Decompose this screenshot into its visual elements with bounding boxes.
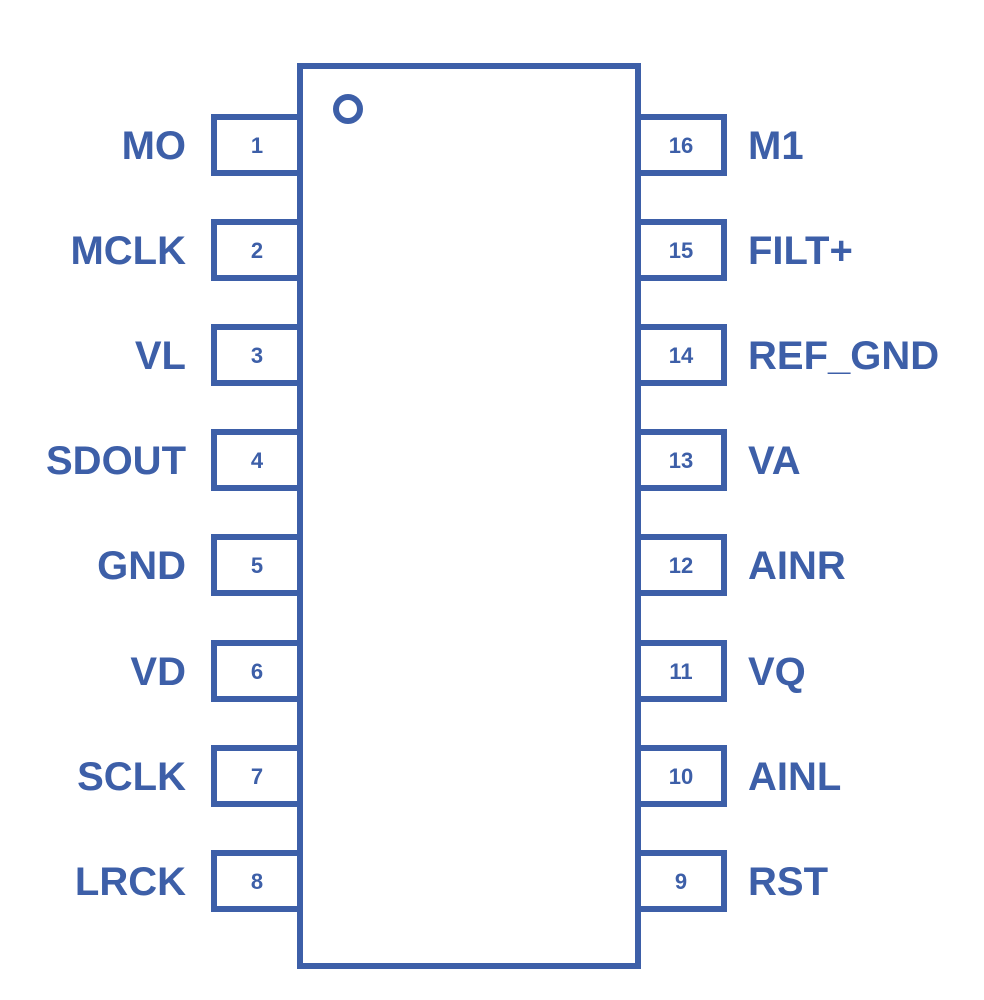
pin-box xyxy=(635,640,727,702)
pin-number: 11 xyxy=(669,659,692,684)
pin-box xyxy=(211,850,303,912)
pin-name: RST xyxy=(748,860,828,904)
pin-name: FILT+ xyxy=(748,229,853,273)
pin-number: 8 xyxy=(251,869,263,894)
pin-9: 9 RST xyxy=(635,850,828,912)
pin-2: 2 MCLK xyxy=(70,219,303,281)
pin-3: 3 VL xyxy=(135,324,303,386)
pin-box xyxy=(211,219,303,281)
pin-number: 3 xyxy=(251,343,263,368)
pin-number: 9 xyxy=(675,869,687,894)
pin-name: SDOUT xyxy=(46,439,186,483)
pin-15: 15 FILT+ xyxy=(635,219,853,281)
pin-name: VA xyxy=(748,439,801,483)
pin-10: 10 AINL xyxy=(635,745,841,807)
pin-14: 14 REF_GND xyxy=(635,324,939,386)
chip-body xyxy=(297,63,641,969)
pin-4: 4 SDOUT xyxy=(46,429,303,491)
pin-1: 1 MO xyxy=(122,114,303,176)
pin-box xyxy=(635,534,727,596)
pin-name: M1 xyxy=(748,124,804,168)
pin-name: MCLK xyxy=(70,229,186,273)
pin-number: 7 xyxy=(251,764,263,789)
pin-box xyxy=(211,324,303,386)
pin-box xyxy=(635,114,727,176)
pin-number: 13 xyxy=(669,448,693,473)
pin-name: REF_GND xyxy=(748,334,939,378)
pin-7: 7 SCLK xyxy=(77,745,303,807)
pin-16: 16 M1 xyxy=(635,114,804,176)
pin-name: GND xyxy=(97,544,186,588)
left-pin-column: 1 MO 2 MCLK 3 VL 4 SDOUT 5 GND 6 VD 7 SCLK 8 LRCK xyxy=(46,114,303,912)
pin-name: VD xyxy=(130,650,186,694)
right-pin-column: 16 M1 15 FILT+ 14 REF_GND 13 VA 12 AINR 11 VQ 10 AINL… xyxy=(635,114,939,912)
pin-name: AINR xyxy=(748,544,846,588)
pin-number: 5 xyxy=(251,553,263,578)
pin-name: MO xyxy=(122,124,186,168)
pin-number: 15 xyxy=(669,238,693,263)
pin-name: LRCK xyxy=(75,860,186,904)
pin1-marker-icon xyxy=(333,94,363,124)
pin-12: 12 AINR xyxy=(635,534,846,596)
pin-number: 4 xyxy=(251,448,264,473)
pin-number: 16 xyxy=(669,133,693,158)
pin-number: 1 xyxy=(251,133,263,158)
pin-number: 10 xyxy=(669,764,693,789)
pin-number: 6 xyxy=(251,659,263,684)
pin-box xyxy=(635,324,727,386)
pin-5: 5 GND xyxy=(97,534,303,596)
pin-name: AINL xyxy=(748,755,841,799)
pin-number: 2 xyxy=(251,238,263,263)
pin-name: VL xyxy=(135,334,186,378)
pin-name: VQ xyxy=(748,650,806,694)
pin-name: SCLK xyxy=(77,755,186,799)
pin-number: 12 xyxy=(669,553,693,578)
pin-8: 8 LRCK xyxy=(75,850,303,912)
pin-13: 13 VA xyxy=(635,429,801,491)
pin-box xyxy=(211,429,303,491)
pin-box xyxy=(635,850,727,912)
pin-number: 14 xyxy=(669,343,694,368)
pin-box xyxy=(211,534,303,596)
pin-box xyxy=(211,745,303,807)
pin-box xyxy=(211,114,303,176)
pin-box xyxy=(211,640,303,702)
pin-6: 6 VD xyxy=(130,640,303,702)
pin-11: 11 VQ xyxy=(635,640,806,702)
pin-box xyxy=(635,429,727,491)
pin-box xyxy=(635,745,727,807)
pin-box xyxy=(635,219,727,281)
